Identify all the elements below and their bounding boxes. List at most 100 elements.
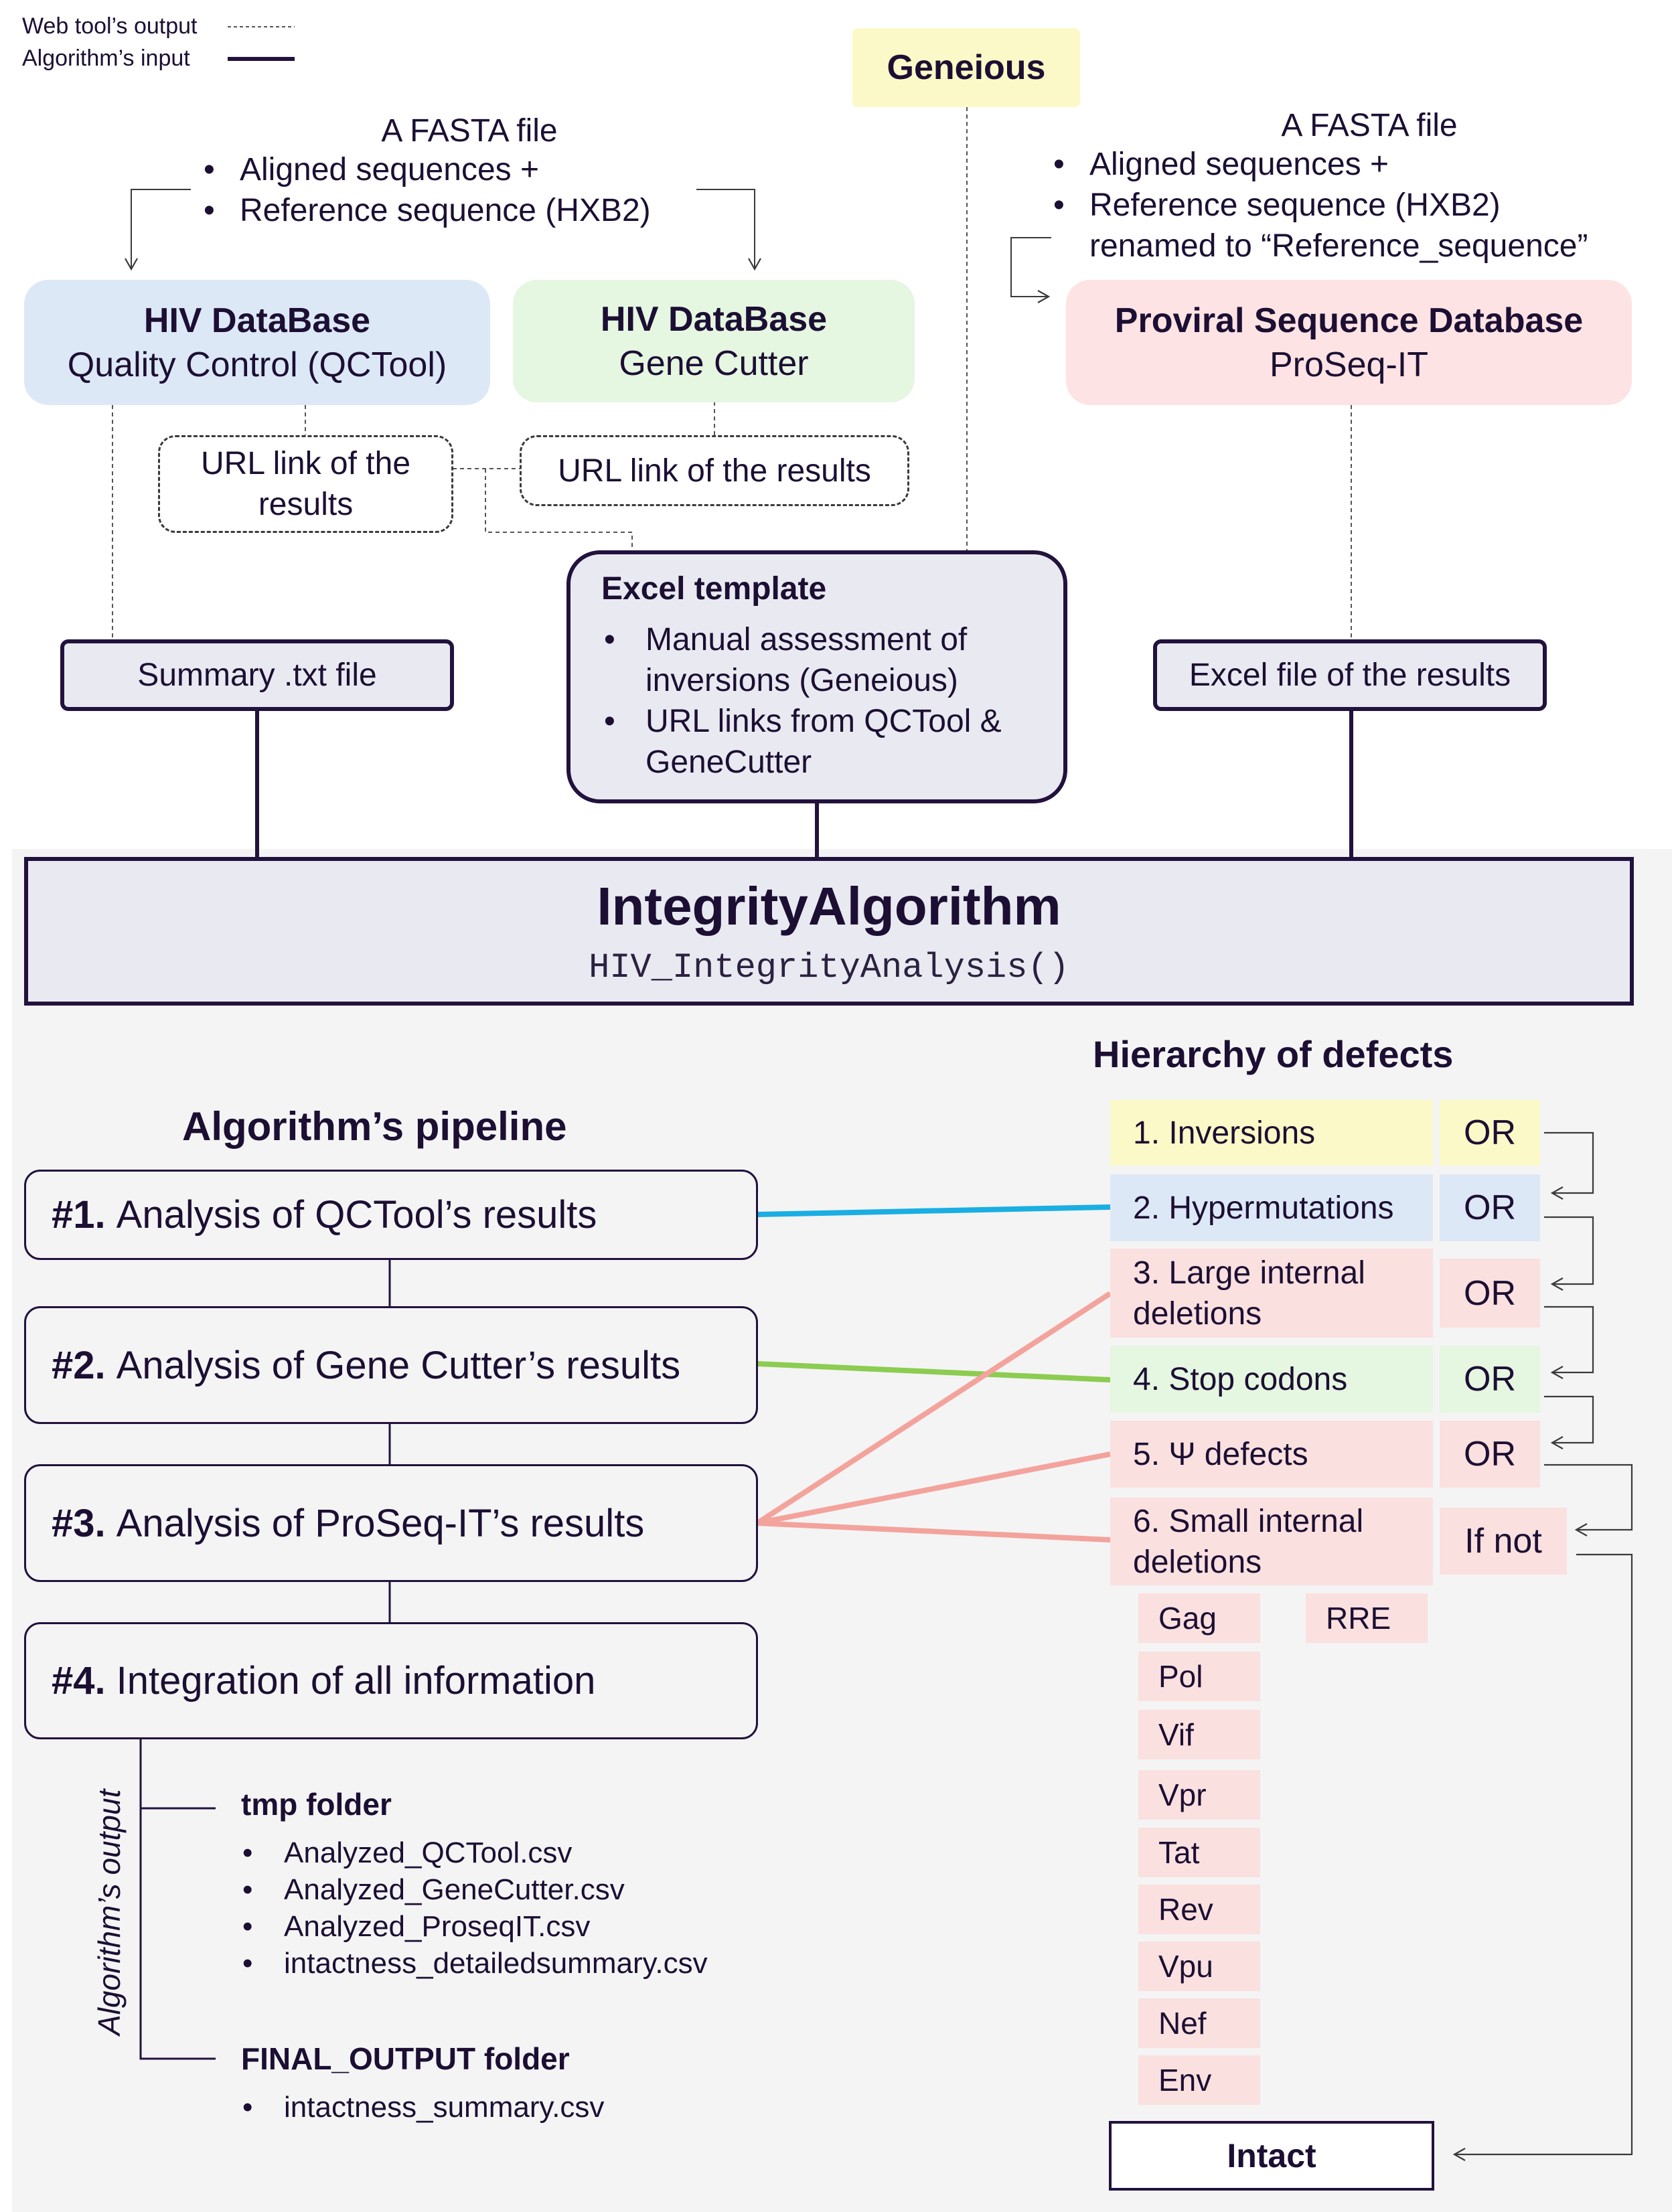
operator-if-not: If not xyxy=(1440,1508,1567,1575)
url-box-genecutter: URL link of the results xyxy=(520,435,909,506)
qctool-subtitle: Quality Control (QCTool) xyxy=(67,345,447,384)
defect-stop-codons: 4. Stop codons xyxy=(1110,1346,1433,1413)
output-file: Analyzed_GeneCutter.csv xyxy=(242,1871,708,1908)
gene-label: Vif xyxy=(1158,1717,1194,1752)
defect-label: 5. Ψ defects xyxy=(1133,1436,1308,1472)
output-file: Analyzed_QCTool.csv xyxy=(242,1834,708,1871)
pipeline-heading: Algorithm’s pipeline xyxy=(182,1104,567,1149)
fasta-right-title: A FASTA file xyxy=(1281,108,1458,143)
gene-pol: Pol xyxy=(1138,1652,1260,1701)
step-text: Integration of all information xyxy=(116,1659,596,1703)
operator-label: OR xyxy=(1464,1435,1516,1474)
pipeline-step-3: #3.Analysis of ProSeq-IT’s results xyxy=(24,1464,758,1582)
gene-label: Env xyxy=(1158,2063,1212,2098)
pipeline-step-4: #4.Integration of all information xyxy=(24,1622,758,1739)
legend-algo-input-label: Algorithm’s input xyxy=(22,46,190,71)
fasta-right-bullet: Aligned sequences + xyxy=(1048,144,1651,185)
operator-or: OR xyxy=(1440,1100,1540,1166)
gene-gag: Gag xyxy=(1138,1593,1260,1643)
defect-label: 4. Stop codons xyxy=(1133,1361,1348,1397)
step-number: #2. xyxy=(52,1343,106,1387)
operator-label: OR xyxy=(1464,1360,1516,1399)
excel-results-box: Excel file of the results xyxy=(1153,639,1547,711)
gene-rev: Rev xyxy=(1138,1885,1260,1934)
operator-label: OR xyxy=(1464,1188,1516,1227)
operator-or: OR xyxy=(1440,1174,1540,1241)
step-text: Analysis of ProSeq-IT’s results xyxy=(116,1501,645,1545)
url-qctool-label: URL link of the results xyxy=(200,446,411,522)
url-box-qctool: URL link of the results xyxy=(158,435,453,533)
url-genecutter-label: URL link of the results xyxy=(558,453,871,489)
urls-to-excel-template xyxy=(485,469,633,550)
pipeline-step-2: #2.Analysis of Gene Cutter’s results xyxy=(24,1306,758,1424)
gene-label: Vpr xyxy=(1158,1778,1207,1812)
intact-box: Intact xyxy=(1109,2121,1434,2191)
pipeline-step-1: #1.Analysis of QCTool’s results xyxy=(24,1170,758,1260)
step-text: Analysis of Gene Cutter’s results xyxy=(116,1343,681,1387)
algorithm-name: IntegrityAlgorithm xyxy=(597,876,1061,936)
defect-label: 6. Small internal deletions xyxy=(1133,1503,1364,1580)
tmp-file-list: Analyzed_QCTool.csv Analyzed_GeneCutter.… xyxy=(242,1834,708,1982)
proseq-box: Proviral Sequence Database ProSeq-IT xyxy=(1066,280,1632,405)
step-number: #4. xyxy=(52,1659,106,1703)
excel-template-item: Manual assessment of inversions (Geneiou… xyxy=(601,619,1043,701)
step-text: Analysis of QCTool’s results xyxy=(116,1193,597,1237)
final-file-list: intactness_summary.csv xyxy=(242,2089,604,2126)
excel-template-item: URL links from QCTool & GeneCutter xyxy=(601,701,1043,783)
gene-label: Nef xyxy=(1158,2006,1207,2041)
step-number: #1. xyxy=(52,1193,106,1237)
fasta-left-bullet: Aligned sequences + xyxy=(198,149,741,190)
fasta-arrow-proseq xyxy=(1010,237,1051,303)
gene-label: Gag xyxy=(1158,1601,1217,1636)
gene-vpr: Vpr xyxy=(1138,1770,1260,1820)
operator-or: OR xyxy=(1440,1421,1540,1488)
fasta-arrow-qctool xyxy=(125,189,191,271)
geneious-label: Geneious xyxy=(887,48,1046,87)
gene-label: RRE xyxy=(1326,1601,1391,1636)
if-not-arrow xyxy=(1452,1553,1633,2161)
gene-label: Tat xyxy=(1158,1835,1200,1870)
gene-label: Pol xyxy=(1158,1659,1203,1694)
geneious-box: Geneious xyxy=(852,28,1080,107)
output-file: Analyzed_ProseqIT.csv xyxy=(242,1908,708,1945)
operator-label: OR xyxy=(1464,1113,1516,1152)
fasta-left-block: A FASTA file Aligned sequences + Referen… xyxy=(198,112,741,231)
operator-label: If not xyxy=(1464,1522,1542,1561)
output-bracket xyxy=(139,1739,216,2060)
gene-env: Env xyxy=(1138,2055,1260,2105)
gene-vif: Vif xyxy=(1138,1710,1260,1759)
genecutter-box: HIV DataBase Gene Cutter xyxy=(513,280,915,402)
or-arrow-2 xyxy=(1544,1216,1594,1291)
proseq-subtitle: ProSeq-IT xyxy=(1270,345,1428,384)
fasta-left-bullet: Reference sequence (HXB2) xyxy=(198,190,741,231)
defect-label: 1. Inversions xyxy=(1133,1115,1316,1151)
defect-label: 2. Hypermutations xyxy=(1133,1190,1394,1226)
fasta-right-block: A FASTA file Aligned sequences + Referen… xyxy=(1048,107,1651,266)
defect-small-internal-deletions: 6. Small internal deletions xyxy=(1110,1498,1433,1585)
intact-label: Intact xyxy=(1227,2137,1316,2175)
fasta-right-continuation: renamed to “Reference_sequence” xyxy=(1089,228,1588,264)
link-proseq-psi-defects xyxy=(757,1451,1111,1526)
defect-label: 3. Large internal deletions xyxy=(1133,1255,1365,1332)
link-proseq-large-deletions xyxy=(755,1291,1112,1526)
output-file: intactness_summary.csv xyxy=(242,2089,604,2126)
defect-inversions: 1. Inversions xyxy=(1110,1100,1433,1166)
genecutter-title: HIV DataBase xyxy=(600,299,828,339)
excel-results-label: Excel file of the results xyxy=(1189,657,1511,693)
qctool-title: HIV DataBase xyxy=(143,301,371,340)
gene-rre: RRE xyxy=(1306,1593,1428,1643)
defect-hypermutations: 2. Hypermutations xyxy=(1110,1174,1433,1241)
tmp-folder-title: tmp folder xyxy=(241,1787,392,1822)
output-file: intactness_detailedsummary.csv xyxy=(242,1945,708,1982)
proseq-title: Proviral Sequence Database xyxy=(1114,301,1584,340)
gene-tat: Tat xyxy=(1138,1828,1260,1877)
legend-web-output-label: Web tool’s output xyxy=(22,13,198,39)
link-proseq-small-deletions xyxy=(757,1520,1111,1543)
summary-txt-box: Summary .txt file xyxy=(60,639,454,711)
link-qctool-hypermutations xyxy=(757,1204,1111,1217)
defect-psi-defects: 5. Ψ defects xyxy=(1110,1421,1433,1488)
excel-template-title: Excel template xyxy=(601,571,827,607)
integrity-algorithm-box: IntegrityAlgorithm HIV_IntegrityAnalysis… xyxy=(24,857,1634,1006)
defect-large-internal-deletions: 3. Large internal deletions xyxy=(1110,1249,1433,1338)
